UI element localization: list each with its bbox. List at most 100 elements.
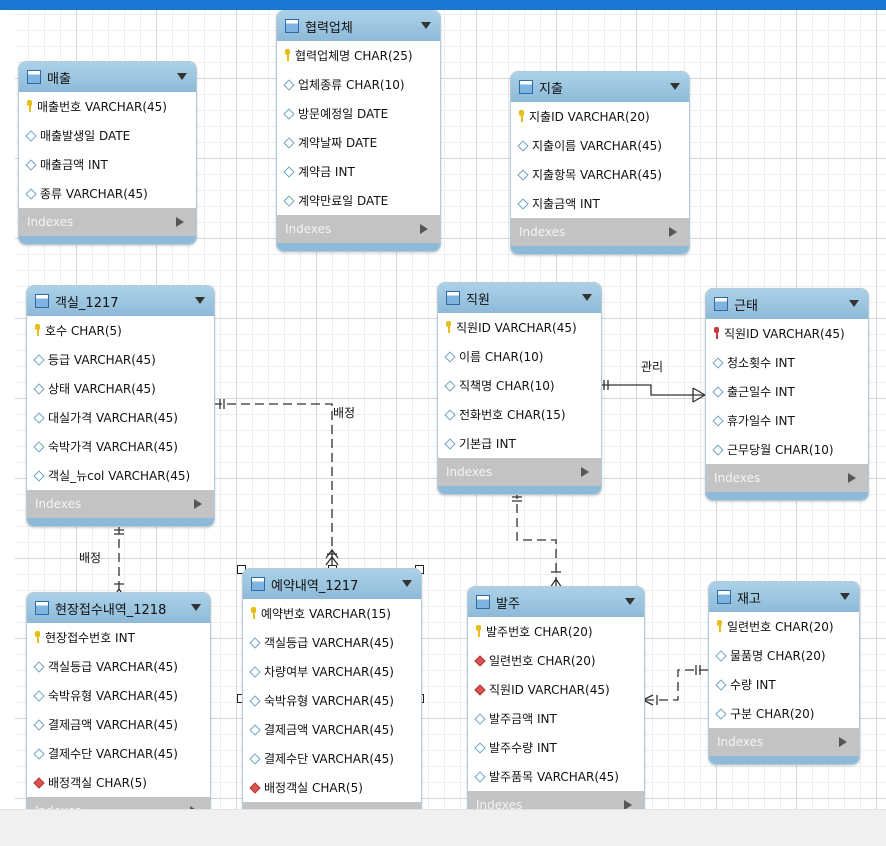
triangle-right-icon[interactable] (839, 737, 847, 747)
table-header[interactable]: 현장접수내역_1218 (27, 593, 210, 623)
chevron-down-icon[interactable] (177, 73, 187, 80)
table-column[interactable]: 휴가일수 INT (706, 406, 868, 435)
table-column[interactable]: 출근일수 INT (706, 377, 868, 406)
table-column[interactable]: 객실등급 VARCHAR(45) (27, 652, 210, 681)
table-column[interactable]: 계약날짜 DATE (277, 128, 440, 157)
table-column[interactable]: 숙박가격 VARCHAR(45) (27, 432, 214, 461)
table-column[interactable]: 청소횟수 INT (706, 348, 868, 377)
table-column[interactable]: 숙박유형 VARCHAR(45) (27, 681, 210, 710)
table-column[interactable]: 상태 VARCHAR(45) (27, 374, 214, 403)
table-column[interactable]: 물품명 CHAR(20) (709, 641, 859, 670)
table-header[interactable]: 발주 (468, 587, 644, 617)
table-column[interactable]: 배정객실 CHAR(5) (243, 773, 421, 802)
table-column[interactable]: 전화번호 CHAR(15) (438, 400, 601, 429)
table-column[interactable]: 숙박유형 VARCHAR(45) (243, 686, 421, 715)
column-label: 배정객실 CHAR(5) (264, 781, 363, 795)
table-column[interactable]: 결제수단 VARCHAR(45) (27, 739, 210, 768)
table-column[interactable]: 매출번호 VARCHAR(45) (19, 92, 196, 121)
table-column[interactable]: 발주번호 CHAR(20) (468, 617, 644, 646)
table-column[interactable]: 직원ID VARCHAR(45) (706, 319, 868, 348)
table-column[interactable]: 결제금액 VARCHAR(45) (243, 715, 421, 744)
table-column[interactable]: 직원ID VARCHAR(45) (438, 313, 601, 342)
table-column[interactable]: 매출금액 INT (19, 150, 196, 179)
table-column[interactable]: 발주품목 VARCHAR(45) (468, 762, 644, 791)
indexes-row[interactable]: Indexes (511, 218, 689, 246)
table-column[interactable]: 현장접수번호 INT (27, 623, 210, 652)
indexes-row[interactable]: Indexes (27, 490, 214, 518)
table-header[interactable]: 근태 (706, 289, 868, 319)
table-header[interactable]: 재고 (709, 582, 859, 612)
table-column[interactable]: 차량여부 VARCHAR(45) (243, 657, 421, 686)
indexes-row[interactable]: Indexes (706, 464, 868, 492)
table-column[interactable]: 협력업체명 CHAR(25) (277, 41, 440, 70)
table-column[interactable]: 일련번호 CHAR(20) (468, 646, 644, 675)
chevron-down-icon[interactable] (670, 83, 680, 90)
chevron-down-icon[interactable] (849, 300, 859, 307)
chevron-down-icon[interactable] (582, 294, 592, 301)
table-header[interactable]: 직원 (438, 283, 601, 313)
table-column[interactable]: 직책명 CHAR(10) (438, 371, 601, 400)
indexes-row[interactable]: Indexes (709, 728, 859, 756)
triangle-right-icon[interactable] (420, 224, 428, 234)
table-column[interactable]: 계약금 INT (277, 157, 440, 186)
chevron-down-icon[interactable] (625, 598, 635, 605)
indexes-row[interactable]: Indexes (19, 208, 196, 236)
table-column[interactable]: 호수 CHAR(5) (27, 316, 214, 345)
triangle-right-icon[interactable] (581, 467, 589, 477)
table-column[interactable]: 지출이름 VARCHAR(45) (511, 131, 689, 160)
table-column[interactable]: 직원ID VARCHAR(45) (468, 675, 644, 704)
column-label: 매출발생일 DATE (40, 129, 131, 143)
table-column[interactable]: 결제수단 VARCHAR(45) (243, 744, 421, 773)
table-header[interactable]: 지출 (511, 72, 689, 102)
table-column[interactable]: 배정객실 CHAR(5) (27, 768, 210, 797)
table-column[interactable]: 기본급 INT (438, 429, 601, 458)
triangle-right-icon[interactable] (624, 800, 632, 810)
chevron-down-icon[interactable] (195, 297, 205, 304)
table-column[interactable]: 종류 VARCHAR(45) (19, 179, 196, 208)
table-column[interactable]: 일련번호 CHAR(20) (709, 612, 859, 641)
table-header[interactable]: 객실_1217 (27, 286, 214, 316)
indexes-row[interactable]: Indexes (438, 458, 601, 486)
table-column[interactable]: 지출항목 VARCHAR(45) (511, 160, 689, 189)
table-column[interactable]: 객실등급 VARCHAR(45) (243, 628, 421, 657)
chevron-down-icon[interactable] (840, 593, 850, 600)
triangle-right-icon[interactable] (669, 227, 677, 237)
chevron-down-icon[interactable] (402, 580, 412, 587)
table-column[interactable]: 객실_뉴col VARCHAR(45) (27, 461, 214, 490)
table-column[interactable]: 수량 INT (709, 670, 859, 699)
indexes-row[interactable]: Indexes (277, 215, 440, 243)
table-header[interactable]: 예약내역_1217 (243, 569, 421, 599)
table-column[interactable]: 계약만료일 DATE (277, 186, 440, 215)
chevron-down-icon[interactable] (421, 22, 431, 29)
table-column[interactable]: 구분 CHAR(20) (709, 699, 859, 728)
table-column[interactable]: 대실가격 VARCHAR(45) (27, 403, 214, 432)
triangle-right-icon[interactable] (194, 499, 202, 509)
table-column[interactable]: 업체종류 CHAR(10) (277, 70, 440, 99)
table-column[interactable]: 결제금액 VARCHAR(45) (27, 710, 210, 739)
table-column[interactable]: 지출ID VARCHAR(20) (511, 102, 689, 131)
table-column[interactable]: 발주수량 INT (468, 733, 644, 762)
table-column[interactable]: 지출금액 INT (511, 189, 689, 218)
triangle-right-icon[interactable] (176, 217, 184, 227)
table-column[interactable]: 방문예정일 DATE (277, 99, 440, 128)
table-column[interactable]: 등급 VARCHAR(45) (27, 345, 214, 374)
chevron-down-icon[interactable] (191, 604, 201, 611)
triangle-right-icon[interactable] (848, 473, 856, 483)
table-header[interactable]: 협력업체 (277, 11, 440, 41)
table-column[interactable]: 근무당월 CHAR(10) (706, 435, 868, 464)
table-column[interactable]: 예약번호 VARCHAR(15) (243, 599, 421, 628)
table-column[interactable]: 이름 CHAR(10) (438, 342, 601, 371)
table-column[interactable]: 발주금액 INT (468, 704, 644, 733)
table-header[interactable]: 매출 (19, 62, 196, 92)
table-column[interactable]: 매출발생일 DATE (19, 121, 196, 150)
